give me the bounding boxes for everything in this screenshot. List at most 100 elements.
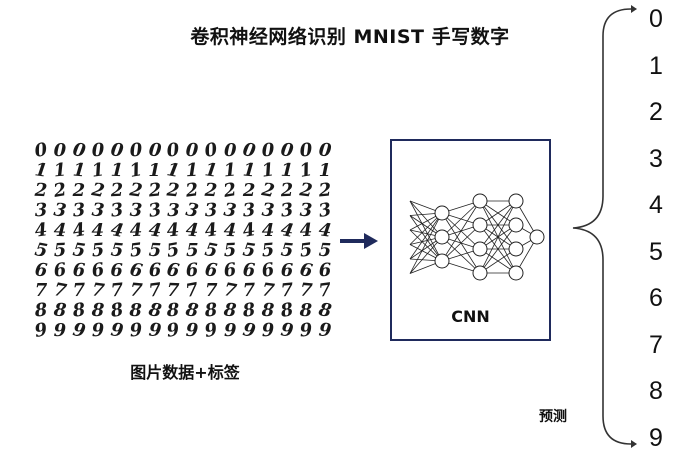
mnist-digit: 0 (223, 140, 237, 161)
mnist-digit: 2 (34, 179, 48, 202)
mnist-digit: 5 (147, 239, 162, 262)
mnist-digit: 3 (222, 199, 238, 222)
mnist-digit: 6 (147, 259, 162, 282)
neural-network-icon (409, 193, 545, 281)
nn-edge (409, 212, 443, 274)
mnist-digit: 1 (71, 159, 87, 182)
mnist-digit: 6 (165, 259, 182, 282)
mnist-digit: 0 (147, 139, 162, 162)
mnist-digit: 3 (167, 200, 180, 221)
mnist-digit: 9 (185, 319, 200, 342)
output-class-label: 1 (649, 51, 663, 80)
mnist-digit: 5 (71, 239, 87, 262)
mnist-digit: 8 (52, 299, 68, 322)
mnist-digit: 3 (260, 199, 276, 222)
mnist-digit: 7 (260, 279, 276, 302)
mnist-digit: 1 (280, 159, 294, 182)
mnist-digit: 9 (279, 319, 295, 342)
output-class-label: 7 (649, 330, 663, 359)
nn-node (472, 217, 488, 233)
mnist-digit: 9 (298, 319, 314, 342)
mnist-digit: 7 (205, 280, 218, 301)
mnist-digit: 3 (128, 199, 143, 222)
mnist-digit: 0 (109, 139, 125, 162)
mnist-digit: 8 (166, 299, 181, 322)
mnist-digit: 2 (166, 179, 181, 202)
output-class-label: 2 (649, 98, 663, 126)
mnist-digit: 1 (109, 159, 124, 182)
mnist-digit: 7 (298, 279, 314, 302)
output-class-label: 4 (649, 191, 663, 219)
mnist-digit: 4 (185, 219, 200, 242)
mnist-digit: 7 (90, 279, 106, 302)
mnist-digit: 7 (128, 279, 143, 302)
mnist-digit: 2 (147, 179, 162, 202)
diagram-title: 卷积神经网络识别 MNIST 手写数字 (190, 26, 510, 48)
mnist-digit: 6 (318, 259, 332, 282)
nn-node (434, 229, 450, 245)
nn-node (434, 205, 450, 221)
nn-edge (479, 200, 517, 274)
mnist-digit: 5 (186, 240, 199, 261)
curly-brace-icon (572, 5, 637, 448)
mnist-digit: 1 (148, 160, 161, 181)
mnist-digit: 1 (185, 159, 200, 182)
mnist-digit: 9 (109, 319, 125, 342)
mnist-digit: 6 (33, 259, 49, 282)
mnist-digit: 4 (261, 220, 275, 241)
mnist-digit: 1 (33, 159, 49, 182)
mnist-digit: 0 (91, 139, 105, 162)
mnist-digit: 4 (166, 219, 181, 242)
mnist-digit: 6 (72, 259, 86, 282)
mnist-digit: 7 (242, 279, 256, 302)
mnist-digit: 9 (261, 319, 275, 342)
mnist-digit: 3 (204, 199, 218, 222)
cnn-model-box: CNN (390, 139, 551, 341)
mnist-digit: 6 (280, 260, 294, 281)
mnist-digit: 9 (53, 320, 67, 341)
mnist-digit: 5 (241, 239, 257, 262)
mnist-digit: 5 (223, 239, 237, 262)
nn-node (472, 265, 488, 281)
mnist-digit: 2 (109, 179, 124, 202)
mnist-digit: 4 (53, 219, 67, 242)
mnist-digit: 2 (280, 179, 294, 202)
nn-node (472, 193, 488, 209)
nn-edge (409, 215, 443, 262)
mnist-digit: 6 (204, 259, 219, 282)
mnist-digit: 6 (242, 259, 256, 282)
output-class-label: 3 (649, 144, 663, 173)
mnist-digit: 5 (279, 239, 295, 262)
nn-edge (441, 200, 481, 238)
mnist-digit: 9 (91, 319, 105, 342)
nn-node (508, 193, 524, 209)
nn-node (472, 241, 488, 257)
mnist-digit: 2 (242, 180, 256, 201)
mnist-digit: 2 (72, 180, 86, 201)
cnn-label: CNN (451, 307, 490, 326)
mnist-digit: 9 (70, 319, 87, 342)
nn-edge (409, 200, 443, 262)
predict-label: 预测 (539, 409, 567, 425)
mnist-digit: 2 (204, 179, 219, 202)
mnist-digit: 0 (128, 139, 143, 162)
nn-node (508, 217, 524, 233)
mnist-digit: 7 (34, 280, 48, 301)
mnist-digit: 6 (185, 259, 200, 282)
mnist-digit: 4 (223, 219, 237, 242)
mnist-digit: 4 (91, 220, 105, 241)
mnist-digit: 3 (90, 199, 105, 222)
mnist-digit: 2 (128, 179, 144, 202)
mnist-digit: 3 (52, 199, 68, 222)
mnist-digit: 9 (317, 319, 333, 342)
nn-edge (479, 200, 517, 250)
mnist-digit: 9 (32, 319, 49, 342)
mnist-digit: 4 (299, 219, 313, 242)
